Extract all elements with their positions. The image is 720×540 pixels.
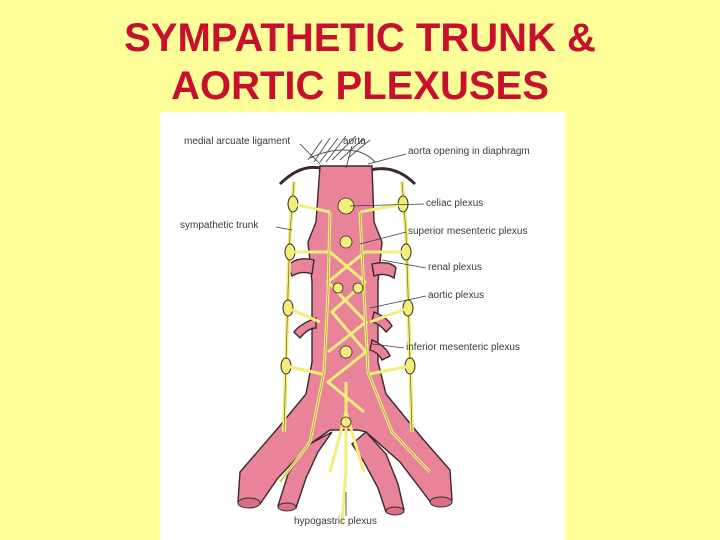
label-hypogastric-plexus: hypogastric plexus	[294, 516, 377, 527]
nerve-outline	[279, 211, 431, 483]
label-sympathetic-trunk: sympathetic trunk	[180, 220, 259, 231]
leader-lines	[275, 143, 427, 516]
plexus-ganglia	[332, 197, 364, 428]
label-inferior-mesenteric-plexus: inferior mesenteric plexus	[406, 342, 520, 353]
anatomy-figure: medial arcuate ligament aorta aorta open…	[160, 112, 565, 540]
slide-title: SYMPATHETIC TRUNK & AORTIC PLEXUSES	[0, 14, 720, 110]
title-line-1: SYMPATHETIC TRUNK &	[124, 16, 596, 60]
label-aorta: aorta	[343, 136, 366, 147]
aorta-vessel	[237, 165, 453, 513]
diaphragm	[307, 135, 376, 163]
aorta-plexus-illustration	[237, 135, 453, 523]
arcuate-ligament	[278, 165, 417, 186]
label-medial-arcuate-ligament: medial arcuate ligament	[184, 136, 291, 147]
label-renal-plexus: renal plexus	[428, 262, 482, 273]
label-aorta-opening: aorta opening in diaphragm	[408, 146, 530, 157]
label-aortic-plexus: aortic plexus	[428, 290, 485, 301]
label-celiac-plexus: celiac plexus	[426, 198, 484, 209]
title-line-2: AORTIC PLEXUSES	[171, 64, 549, 108]
label-superior-mesenteric-plexus: superior mesenteric plexus	[408, 226, 528, 237]
vessel-ends	[237, 496, 453, 516]
